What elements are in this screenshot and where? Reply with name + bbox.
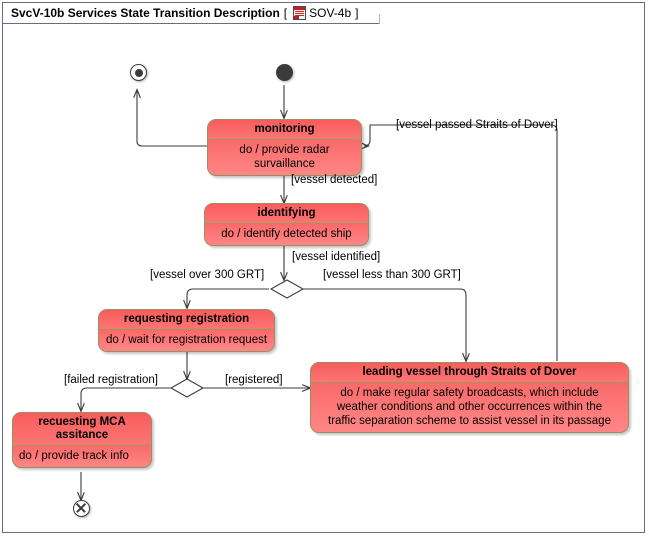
state-identifying-activity: do / identify detected ship xyxy=(205,224,368,245)
edge-leading-vessel-to-monitoring xyxy=(364,124,558,361)
state-requesting-mca-name: recuesting MCA assitance xyxy=(13,413,151,446)
state-identifying[interactable]: identifying do / identify detected ship xyxy=(204,203,369,246)
state-leading-vessel-name: leading vessel through Straits of Dover xyxy=(311,363,628,383)
label-failed-registration: [failed registration] xyxy=(64,374,158,386)
state-identifying-name: identifying xyxy=(205,204,368,224)
label-vessel-detected: [vessel detected] xyxy=(291,174,378,186)
state-leading-vessel-activity: do / make regular safety broadcasts, whi… xyxy=(311,383,628,432)
label-vessel-less-than-300-grt: [vessel less than 300 GRT] xyxy=(323,269,461,281)
edge-monitoring-to-final xyxy=(137,90,207,147)
edge-choice1-to-requesting-registration xyxy=(187,288,269,308)
diagram-title-tab: SvcV-10b Services State Transition Descr… xyxy=(2,2,380,24)
label-vessel-passed-straits: [vessel passed Straits of Dover] xyxy=(396,119,558,131)
state-leading-vessel[interactable]: leading vessel through Straits of Dover … xyxy=(310,362,629,433)
final-node xyxy=(130,64,147,81)
diagram-reference: SOV-4b xyxy=(309,6,352,20)
label-vessel-identified: [vessel identified] xyxy=(292,251,381,263)
state-requesting-mca[interactable]: recuesting MCA assitance do / provide tr… xyxy=(12,412,152,468)
state-monitoring-activity: do / provide radar survaillance xyxy=(208,140,361,175)
state-requesting-registration[interactable]: requesting registration do / wait for re… xyxy=(98,309,275,352)
label-vessel-over-300-grt: [vessel over 300 GRT] xyxy=(150,269,265,281)
label-registered: [registered] xyxy=(225,374,283,386)
state-requesting-registration-activity: do / wait for registration request xyxy=(99,330,274,351)
document-icon xyxy=(293,6,306,20)
state-monitoring[interactable]: monitoring do / provide radar survaillan… xyxy=(207,119,362,176)
terminate-node xyxy=(73,500,90,517)
state-monitoring-name: monitoring xyxy=(208,120,361,140)
state-requesting-registration-name: requesting registration xyxy=(99,310,274,330)
page-title: SvcV-10b Services State Transition Descr… xyxy=(11,6,280,20)
edge-choice1-to-leading-vessel xyxy=(303,288,466,361)
state-requesting-mca-activity: do / provide track info xyxy=(13,446,151,467)
initial-node xyxy=(276,64,293,81)
choice-diamond-1 xyxy=(269,279,305,299)
choice-diamond-2 xyxy=(169,378,205,398)
title-bracket-open: [ xyxy=(283,6,288,20)
title-bracket-close: ] xyxy=(355,6,359,20)
edge-choice2-to-requesting-mca xyxy=(81,387,172,411)
